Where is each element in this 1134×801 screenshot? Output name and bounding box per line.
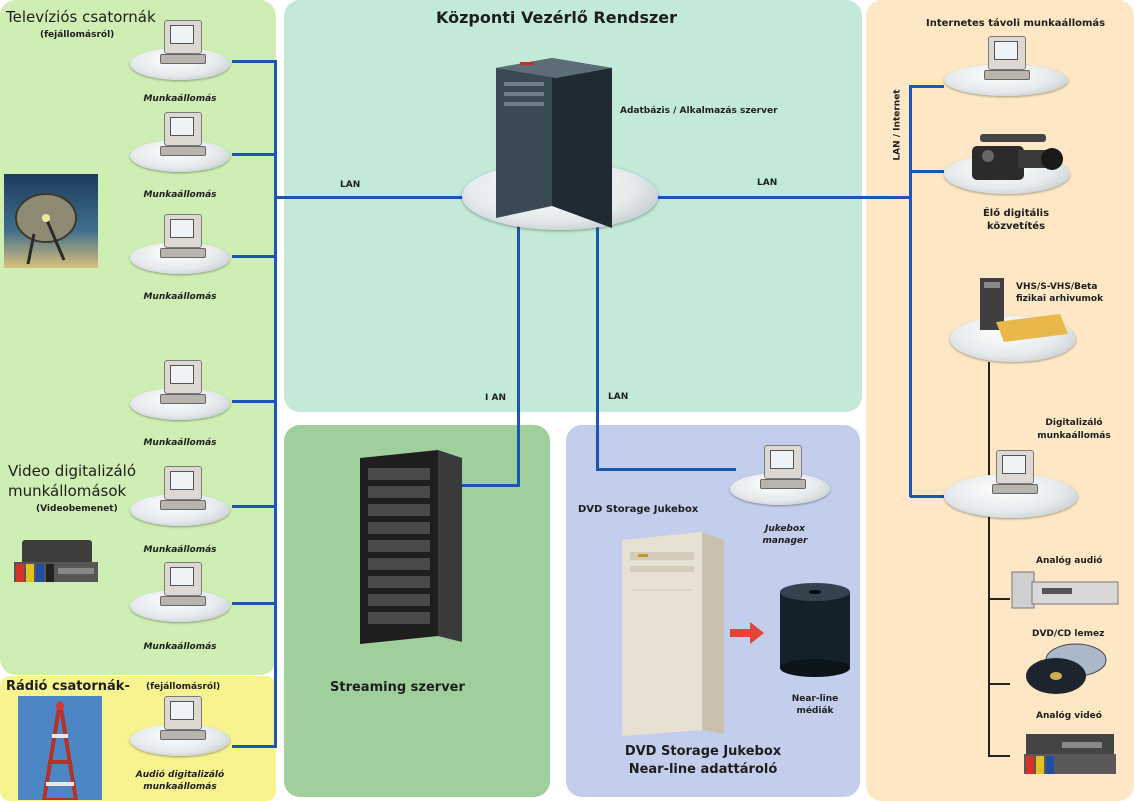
streaming-server-icon	[358, 450, 464, 644]
workstation-6-label: Munkaállomás	[143, 642, 217, 652]
workstation-1-label: Munkaállomás	[143, 94, 217, 104]
audio-deck-icon	[1010, 568, 1120, 612]
audio-workstation	[130, 696, 230, 756]
internet-workstation	[944, 36, 1068, 96]
workstation-5	[130, 466, 230, 526]
satellite-dish-image	[4, 174, 98, 268]
tree-branch-video	[988, 755, 1010, 757]
lan-line-right	[657, 196, 910, 199]
workstation-3-label: Munkaállomás	[143, 292, 217, 302]
video-equipment-image	[12, 532, 106, 586]
analog-video-label: Analóg videó	[1036, 711, 1102, 721]
central-system-title: Központi Vezérlő Rendszer	[436, 8, 678, 27]
right-bus	[909, 85, 912, 497]
lan-to-dvd-h	[596, 468, 736, 471]
server-label: Adatbázis / Alkalmazás szerver	[620, 106, 778, 116]
radio-tower-image	[18, 696, 102, 801]
analog-audio-label: Analóg audió	[1036, 556, 1103, 566]
audio-workstation-label-1: Audió digitalizáló	[135, 770, 225, 780]
tree-branch-dvdcd	[988, 683, 1010, 685]
tree-line-main	[988, 362, 990, 757]
vhs-archive-label-2: fizikai arhivumok	[1016, 294, 1104, 304]
radio-channels-sub: (fejállomásról)	[146, 682, 221, 692]
jukebox-manager-label-2: manager	[762, 536, 808, 546]
video-deck-icon	[1022, 724, 1122, 776]
radio-channels-title: Rádió csatornák-	[6, 679, 130, 694]
live-broadcast-label-2: közvetítés	[986, 221, 1046, 232]
database-server-icon	[490, 56, 616, 228]
dvd-jukebox-bottom-label-1: DVD Storage Jukebox	[624, 744, 782, 759]
lan-to-streaming-v	[517, 225, 520, 485]
streaming-server-label: Streaming szerver	[330, 680, 465, 695]
lan-label-vertical-right: LAN	[608, 392, 629, 402]
left-branch-5	[232, 505, 276, 508]
video-camera-icon	[958, 122, 1074, 188]
left-branch-2	[232, 153, 276, 156]
workstation-1	[130, 20, 230, 80]
live-broadcast-label-1: Élő digitális	[982, 208, 1050, 219]
left-branch-3	[232, 255, 276, 258]
audio-workstation-label-2: munkaállomás	[143, 782, 217, 792]
dvd-cd-label: DVD/CD lemez	[1032, 629, 1105, 639]
workstation-2	[130, 112, 230, 172]
arrow-icon	[730, 620, 766, 646]
jukebox-manager-workstation	[730, 445, 830, 505]
workstation-4-label: Munkaállomás	[143, 438, 217, 448]
digitizer-label-2: munkaállomás	[1037, 431, 1111, 441]
lan-to-streaming-h	[462, 484, 520, 487]
left-branch-4	[232, 400, 276, 403]
left-bus	[274, 60, 277, 748]
workstation-6	[130, 562, 230, 622]
dvd-jukebox-cabinet	[618, 530, 726, 736]
workstation-4	[130, 360, 230, 420]
vhs-archive-icon	[970, 272, 1070, 352]
right-branch-1	[910, 85, 944, 88]
tv-channels-title: Televíziós csatornák	[6, 8, 156, 26]
tv-channels-sub: (fejállomásról)	[40, 30, 115, 40]
video-digitizer-title: Video digitalizáló	[8, 462, 136, 480]
left-branch-1	[232, 60, 276, 63]
left-branch-6	[232, 602, 276, 605]
workstation-3	[130, 214, 230, 274]
near-line-media-label-1: Near-line	[791, 694, 839, 704]
near-line-media-label-2: médiák	[796, 706, 834, 716]
dvd-jukebox-bottom-label-2: Near-line adattároló	[628, 762, 778, 777]
internet-workstation-label: Internetes távoli munkaállomás	[926, 18, 1106, 29]
lan-internet-label: LAN / Internet	[892, 89, 903, 161]
right-branch-2	[910, 170, 944, 173]
disc-icon	[1020, 640, 1116, 698]
lan-label-left: LAN	[340, 180, 361, 190]
video-digitizer-title2: munkállomások	[8, 482, 127, 500]
workstation-5-label: Munkaállomás	[143, 545, 217, 555]
video-digitizer-sub: (Videobemenet)	[36, 504, 118, 514]
lan-label-right: LAN	[757, 178, 778, 188]
digitizer-workstation	[944, 450, 1078, 518]
workstation-2-label: Munkaállomás	[143, 190, 217, 200]
left-branch-7	[232, 745, 276, 748]
tree-branch-audio	[988, 598, 1010, 600]
right-branch-3	[910, 495, 944, 498]
lan-label-vertical-left: I AN	[485, 393, 506, 403]
lan-to-dvd-v	[596, 225, 599, 470]
lan-line-left	[276, 196, 476, 199]
jukebox-manager-label-1: Jukebox	[765, 524, 805, 534]
digitizer-label-1: Digitalizáló	[1045, 418, 1103, 428]
media-stack-icon	[776, 582, 854, 678]
dvd-jukebox-top-label: DVD Storage Jukebox	[578, 504, 699, 515]
vhs-archive-label-1: VHS/S-VHS/Beta	[1016, 282, 1098, 292]
